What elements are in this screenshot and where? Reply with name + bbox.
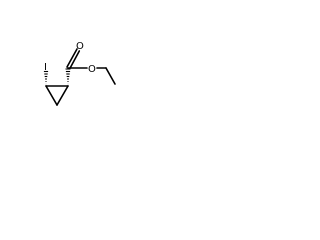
ethyl-bond-ch2-ch3 — [105, 67, 116, 85]
hashed-wedge-carbonyl — [65, 68, 71, 85]
carbonyl-double-bond-b — [69, 50, 81, 70]
structure-diagram: I O O — [43, 41, 116, 106]
iodine-atom-label: I — [44, 62, 47, 73]
hashed-wedge-iodine — [43, 70, 49, 85]
ester-oxygen-label: O — [88, 64, 96, 75]
carbonyl-double-bond-a — [66, 48, 78, 68]
ring-bond-c3-c2 — [56, 85, 69, 106]
carbonyl-oxygen-label: O — [76, 41, 84, 52]
ring-bond-c1-c3 — [45, 85, 58, 106]
